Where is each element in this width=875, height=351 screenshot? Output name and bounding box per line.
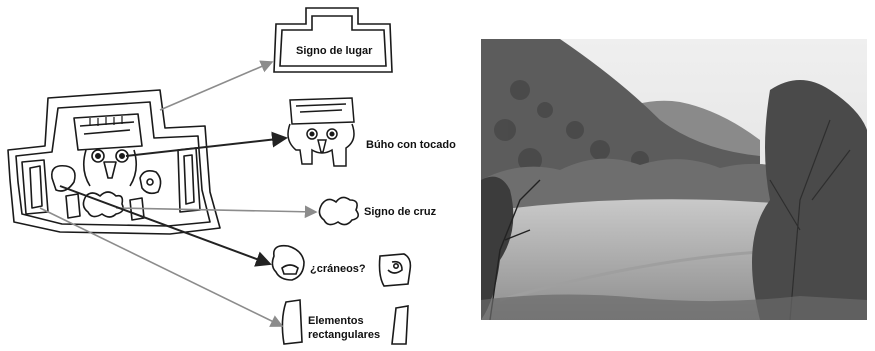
rect-label-line1: Elementos	[308, 315, 364, 327]
cross-glyph	[319, 197, 358, 224]
arrows	[40, 62, 316, 326]
rect-label-line2: rectangulares	[308, 329, 380, 341]
altar-drawing	[8, 90, 220, 234]
owl-label: Búho con tocado	[366, 139, 456, 151]
skulls-label: ¿cráneos?	[310, 263, 366, 275]
rect-glyph-left	[282, 300, 302, 344]
arrow-to-place-sign	[160, 62, 272, 110]
place-sign-label: Signo de lugar	[296, 45, 373, 57]
skull-glyph-right	[380, 254, 411, 286]
landscape-photo	[481, 39, 867, 320]
cross-label: Signo de cruz	[364, 206, 437, 218]
place-sign-glyph	[274, 8, 392, 72]
owl-glyph	[288, 98, 354, 166]
skull-glyph-left	[272, 246, 304, 280]
rect-glyph-right	[392, 306, 408, 344]
